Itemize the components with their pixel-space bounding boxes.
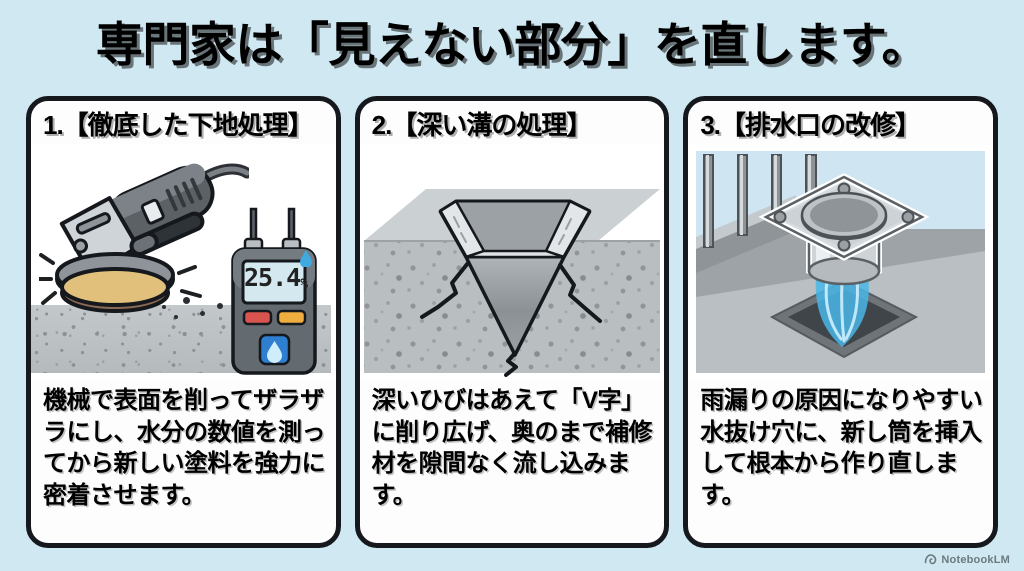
card-2-header: 2.【深い溝の処理】 [371,110,593,140]
card-1-body: 機械で表面を削ってザラザラにし、水分の数値を測ってから新しい塗料を強力に密着させ… [43,386,325,509]
card-2-body: 深いひびはあえて「V字」に削り広げ、奥のまで補修材を隙間なく流し込みます。 [371,386,653,509]
drain-outlet-illustration [696,150,986,373]
card-2-figure [359,144,665,381]
debris-particle [174,314,178,319]
card-3-figure [688,144,994,381]
card-1-figure: 25.4% [31,144,336,381]
card-1-header: 1.【徹底した下地処理】 [43,110,314,140]
moisture-reading-unit: % [300,276,309,292]
cards-row: 1.【徹底した下地処理】 [26,96,999,548]
water-drop-icon [300,249,312,267]
watermark: NotebookLM [924,553,1010,566]
card-step-1: 1.【徹底した下地処理】 [26,96,341,548]
moisture-reading-value: 25.4 [243,262,301,292]
debris-particle [162,304,166,309]
notebooklm-icon [925,554,937,565]
title-bar: 専門家は「見えない部分」を直します。 [0,0,1024,88]
debris-particle [183,296,190,304]
moisture-meter-icon [231,207,317,375]
card-3-header: 3.【排水口の改修】 [700,110,921,140]
card-step-2: 2.【深い溝の処理】 [354,96,670,548]
debris-particle [217,302,223,309]
watermark-label: NotebookLM [941,553,1010,566]
page-title: 専門家は「見えない部分」を直します。 [95,17,929,71]
card-step-3: 3.【排水口の改修】 [683,96,999,548]
debris-particle [200,310,205,316]
angle-grinder-icon [39,163,249,313]
v-cut-concrete-illustration [363,188,660,377]
card-3-body: 雨漏りの原因になりやすい水抜け穴に、新し筒を挿入して根本から作り直します。 [700,386,983,509]
